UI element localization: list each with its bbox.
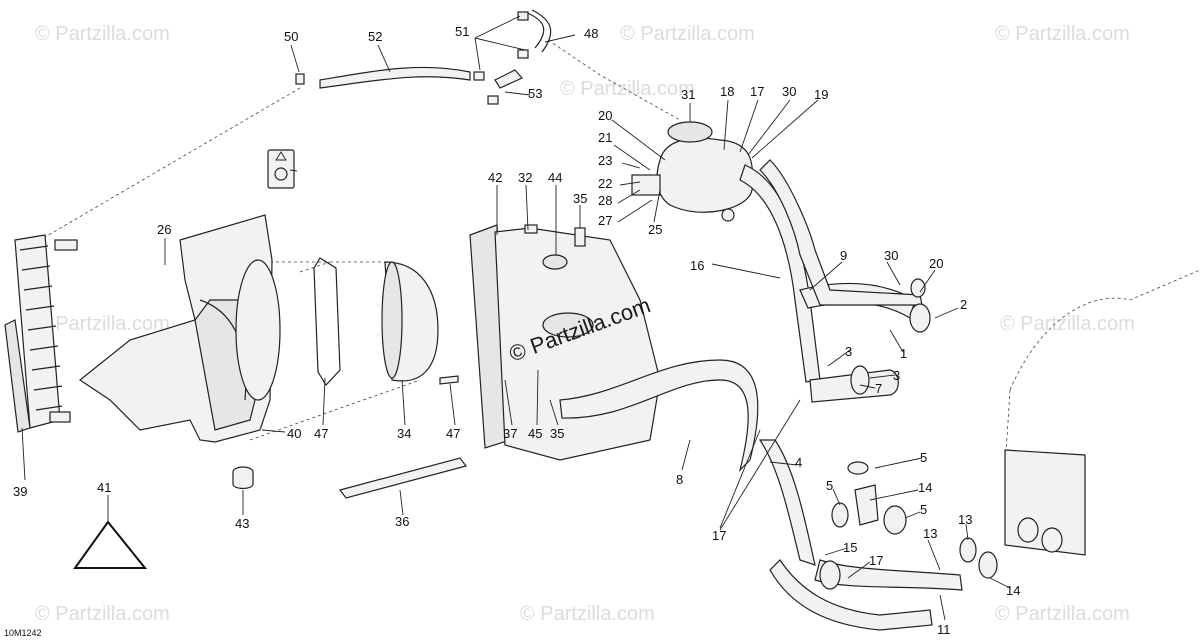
callout-34: 34: [397, 426, 411, 441]
watermark: © Partzilla.com: [620, 23, 755, 45]
watermark: © Partzilla.com: [995, 603, 1130, 625]
spacer: [232, 466, 254, 490]
callout-17: 17: [712, 528, 726, 543]
reference-lines: [39, 39, 681, 441]
callout-24: 23: [598, 153, 612, 168]
callout-35: 35: [550, 426, 564, 441]
vent-hoses: [295, 9, 552, 105]
watermark: © Partzilla.com: [1000, 313, 1135, 335]
callout-25: 26: [157, 222, 171, 237]
callout-38: 39: [13, 484, 27, 499]
callout-51: 52: [368, 29, 382, 44]
callout-7: 7: [875, 381, 882, 396]
callout-11: 11: [937, 622, 951, 637]
callout-17: 17: [869, 553, 883, 568]
watermark: © Partzilla.com: [35, 603, 170, 625]
callout-labels: 50 52 51 48 53 26 39 40 41 43 47 34 47 3…: [13, 24, 1020, 637]
coolant-hoses: [559, 159, 963, 631]
callout-5: 5: [920, 450, 927, 465]
callout-28: 28: [598, 193, 612, 208]
callout-4: 4: [795, 455, 802, 470]
fan-shroud: [78, 214, 281, 443]
expansion-tank: [631, 121, 754, 222]
callout-40: 41: [97, 480, 111, 495]
callout-2: 2: [960, 297, 967, 312]
callout-13: 13: [958, 512, 972, 527]
callout-31: 31: [681, 87, 695, 102]
callout-27: 27: [598, 213, 612, 228]
callout-3: 3: [893, 368, 900, 383]
callout-5: 5: [826, 478, 833, 493]
watermark: © Partzilla.com: [560, 78, 695, 100]
callout-44: 45: [528, 426, 542, 441]
warning-triangle-icon: [73, 520, 148, 569]
callout-26: 25: [648, 222, 662, 237]
fan-gasket: [313, 257, 341, 386]
callout-1: 1: [900, 346, 907, 361]
callout-5: 5: [920, 502, 927, 517]
callout-20: 19: [814, 87, 828, 102]
diagram-code: 10M1242: [4, 628, 42, 638]
watermark: © Partzilla.com: [35, 23, 170, 45]
callout-37: 37: [503, 426, 517, 441]
callout-43: 44: [548, 170, 562, 185]
frame-section: [1004, 269, 1200, 556]
radiator: [4, 234, 78, 433]
callout-48: 50: [284, 29, 298, 44]
callout-30: 30: [884, 248, 898, 263]
callout-36: 36: [395, 514, 409, 529]
callout-32: 32: [518, 170, 532, 185]
watermark: © Partzilla.com: [520, 603, 655, 625]
watermark: © Partzilla.com: [995, 23, 1130, 45]
callout-41: 42: [488, 170, 502, 185]
callout-18: 17: [750, 84, 764, 99]
callout-9: 9: [840, 248, 847, 263]
callout-19: 18: [720, 84, 734, 99]
callout-23: 22: [598, 176, 612, 191]
callout-42: 43: [235, 516, 249, 531]
callout-20: 20: [929, 256, 943, 271]
hose-clamps: [819, 278, 998, 590]
callout-52: 53: [528, 86, 542, 101]
callout-14: 14: [918, 480, 932, 495]
callout-8: 8: [676, 472, 683, 487]
callout-12: 13: [923, 526, 937, 541]
watermark: © Partzilla.com: [35, 313, 170, 335]
fan: [381, 261, 439, 382]
bolt: [439, 375, 459, 385]
callout-21: 20: [598, 108, 612, 123]
callout-3: 3: [845, 344, 852, 359]
tie-strap: [338, 457, 468, 499]
callout-30: 30: [782, 84, 796, 99]
warning-label: [267, 149, 295, 189]
callout-39: 40: [287, 426, 301, 441]
callout-35: 35: [573, 191, 587, 206]
callout-50: 51: [455, 24, 469, 39]
leader-lines: [21, 15, 1011, 621]
callout-13: 14: [1006, 583, 1020, 598]
callout-15: 15: [843, 540, 857, 555]
callout-46: 47: [446, 426, 460, 441]
callout-47: 48: [584, 26, 598, 41]
callout-22: 21: [598, 130, 612, 145]
callout-16: 16: [690, 258, 704, 273]
callout-45: 47: [314, 426, 328, 441]
watermark-layer: © Partzilla.com © Partzilla.com © Partzi…: [35, 23, 1135, 625]
